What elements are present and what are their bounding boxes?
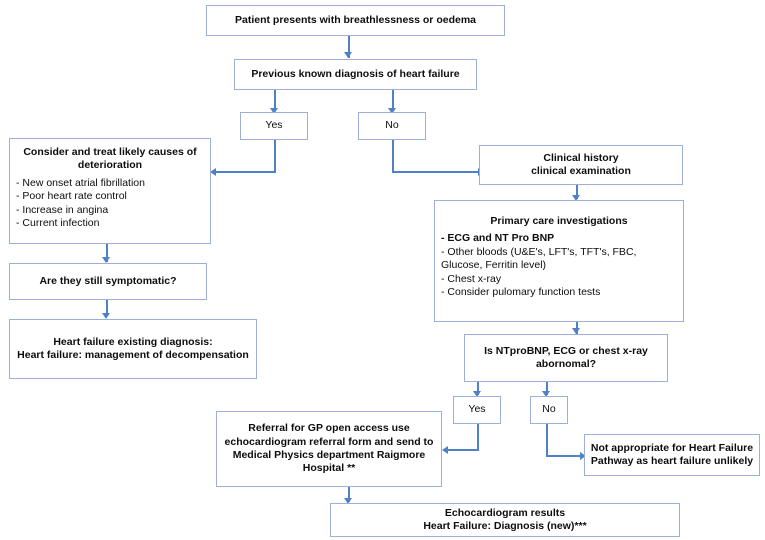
arrowhead-previous-to-yes (270, 108, 279, 114)
arrowhead-no2-to-notappropriate (580, 451, 586, 460)
connector-yes2-down (477, 424, 479, 451)
connector-consider-to-symptomatic (106, 244, 108, 262)
node-is-abnormal-line2: abornomal? (535, 358, 597, 370)
node-echo-results-line1: Echocardiogram results (444, 506, 566, 519)
node-decision2-no-label: No (542, 403, 556, 416)
node-previous-diagnosis-label: Previous known diagnosis of heart failur… (251, 67, 460, 80)
arrowhead-yes-to-consider (210, 167, 216, 176)
node-primary-care-investigations[interactable]: Primary care investigations - ECG and NT… (434, 200, 684, 322)
node-decision2-no[interactable]: No (530, 396, 568, 424)
arrowhead-symptomatic-to-existing (102, 313, 111, 319)
connector-yes-left (216, 171, 275, 173)
node-referral-line4: Hospital ** (302, 462, 356, 475)
list-item: - Other bloods (U&E's, LFT's, TFT's, FBC… (441, 245, 637, 272)
node-existing-diagnosis-line2: Heart failure: management of decompensat… (17, 349, 249, 361)
connector-previous-to-yes (274, 90, 276, 111)
node-decision1-yes[interactable]: Yes (240, 112, 308, 140)
node-clinical-history[interactable]: Clinical history clinical examination (479, 145, 683, 185)
connector-referral-down (348, 487, 350, 502)
node-existing-diagnosis-line1: Heart failure existing diagnosis: (53, 335, 213, 348)
arrowhead-clinical-to-primary (572, 195, 581, 201)
arrowhead-previous-to-no (388, 108, 397, 114)
node-is-abnormal-line1: Is NTproBNP, ECG or chest x-ray (484, 344, 648, 357)
arrowhead-abnormal-to-no (542, 391, 551, 397)
arrowhead-yes2-to-referral (442, 445, 448, 454)
node-referral-line3: Medical Physics department Raigmore (232, 449, 426, 461)
node-primary-care-items: - ECG and NT Pro BNP - Other bloods (U&E… (435, 232, 683, 299)
connector-no2-right (546, 455, 581, 457)
list-item: - Consider pulomary function tests (441, 286, 601, 299)
arrowhead-start-to-previous (344, 52, 353, 58)
connector-clinical-to-primary (576, 185, 578, 199)
node-decision1-no-label: No (385, 119, 399, 132)
node-consider-and-treat[interactable]: Consider and treat likely causes of dete… (9, 138, 211, 244)
node-referral[interactable]: Referral for GP open access use echocard… (216, 411, 442, 487)
node-primary-care-heading: Primary care investigations (490, 215, 628, 227)
connector-abnormal-to-yes (477, 382, 479, 395)
connector-yes2-left (448, 449, 478, 451)
node-decision1-no[interactable]: No (358, 112, 426, 140)
node-decision2-yes[interactable]: Yes (453, 396, 501, 424)
arrowhead-consider-to-symptomatic (102, 257, 111, 263)
node-consider-and-treat-heading: Consider and treat likely causes of dete… (23, 146, 197, 172)
connector-no-right (392, 171, 479, 173)
connector-symptomatic-to-existing (106, 300, 108, 316)
node-consider-and-treat-items: - New onset atrial fibrillation - Poor h… (10, 177, 210, 231)
list-item: - ECG and NT Pro BNP (441, 232, 555, 245)
arrowhead-referral-to-echo (344, 498, 353, 504)
node-previous-diagnosis[interactable]: Previous known diagnosis of heart failur… (234, 59, 477, 90)
connector-no2-down (546, 424, 548, 457)
node-not-appropriate[interactable]: Not appropriate for Heart Failure Pathwa… (584, 434, 760, 476)
node-clinical-history-line1: Clinical history (543, 151, 619, 164)
connector-no-down (392, 140, 394, 173)
list-item: - Increase in angina (16, 203, 109, 216)
node-still-symptomatic[interactable]: Are they still symptomatic? (9, 263, 207, 300)
node-still-symptomatic-label: Are they still symptomatic? (39, 274, 177, 287)
node-existing-diagnosis[interactable]: Heart failure existing diagnosis: Heart … (9, 319, 257, 379)
list-item: - New onset atrial fibrillation (16, 176, 145, 189)
connector-abnormal-to-no (546, 382, 548, 395)
arrowhead-abnormal-to-yes (473, 391, 482, 397)
connector-yes-down (274, 140, 276, 173)
list-item: - Current infection (16, 217, 100, 230)
node-not-appropriate-line2: Pathway as heart failure unlikely (590, 455, 754, 467)
node-echocardiogram-results[interactable]: Echocardiogram results Heart Failure: Di… (330, 503, 680, 537)
node-clinical-history-line2: clinical examination (531, 165, 631, 177)
connector-start-to-previous (348, 36, 350, 58)
list-item: - Chest x-ray (441, 272, 502, 285)
list-item: - Poor heart rate control (16, 190, 127, 203)
node-is-abnormal[interactable]: Is NTproBNP, ECG or chest x-ray abornoma… (464, 334, 668, 382)
node-start-label: Patient presents with breathlessness or … (235, 13, 476, 26)
arrowhead-primary-to-abnormal (572, 328, 581, 334)
node-referral-line1: Referral for GP open access use (248, 422, 410, 435)
node-start[interactable]: Patient presents with breathlessness or … (206, 5, 505, 36)
node-decision2-yes-label: Yes (468, 403, 486, 416)
node-referral-line2: echocardiogram referral form and send to (224, 435, 434, 448)
node-decision1-yes-label: Yes (265, 119, 283, 132)
connector-previous-to-no (392, 90, 394, 111)
node-not-appropriate-line1: Not appropriate for Heart Failure (590, 441, 754, 454)
node-echo-results-line2: Heart Failure: Diagnosis (new)*** (423, 520, 587, 532)
